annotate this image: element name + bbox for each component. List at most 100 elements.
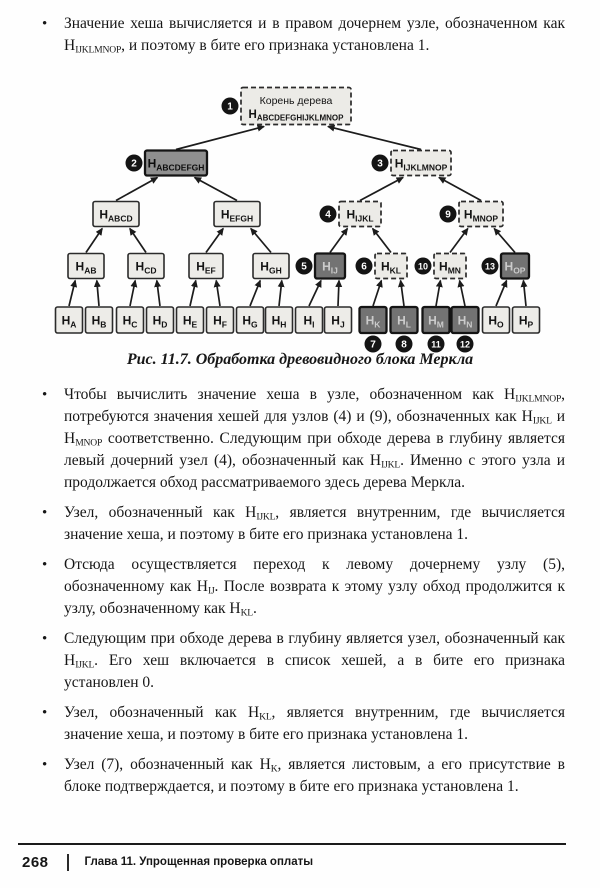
hash-subscript: KL	[259, 711, 272, 723]
node-box	[450, 305, 480, 335]
node-box	[54, 306, 84, 334]
node-box	[188, 252, 224, 280]
tree-edge	[129, 279, 138, 307]
step-badge-5: 5	[295, 257, 313, 275]
list-item: •Следующим при обходе дерева в глубину я…	[40, 628, 565, 694]
node-box	[323, 306, 353, 334]
step-badge-9: 9	[439, 205, 457, 223]
list-item: •Узел (7), обозначенный как HK, является…	[40, 754, 565, 798]
node-box	[127, 252, 165, 280]
node-box	[458, 200, 504, 228]
node-box	[67, 252, 105, 280]
node-box	[313, 252, 347, 280]
step-badge-11: 11	[427, 335, 445, 353]
node-box	[115, 306, 145, 334]
tree-node-k: HK	[358, 305, 388, 335]
tree-edge	[129, 227, 147, 253]
tree-edge	[520, 279, 528, 307]
badge-number: 7	[370, 340, 376, 351]
tree-edge	[449, 227, 469, 254]
badge-circle	[481, 257, 499, 275]
step-badge-4: 4	[319, 205, 337, 223]
footer-divider	[66, 853, 69, 871]
node-box	[374, 252, 408, 280]
hash-subscript: IJKL	[381, 459, 401, 471]
hash-subscript: IJKL	[532, 415, 552, 427]
node-box	[213, 200, 261, 228]
node-label-subscript: GH	[269, 266, 282, 276]
tree-node-m: HM	[421, 305, 451, 335]
tree-node-n: HN	[450, 305, 480, 335]
tree-edge	[359, 176, 404, 202]
node-label-subscript: H	[280, 320, 286, 330]
bullet-marker: •	[42, 705, 48, 721]
badge-circle	[456, 335, 474, 353]
bullet-text: Значение хеша вычисляется и в правом доч…	[64, 15, 565, 56]
badge-number: 10	[418, 262, 428, 272]
node-label-subscript: E	[192, 320, 198, 330]
node-box	[390, 149, 452, 177]
tree-node-g: HG	[235, 306, 265, 334]
node-box	[499, 252, 531, 280]
hash-subscript: IJKLMNOP	[75, 44, 122, 56]
node-box	[145, 306, 175, 334]
tree-edge	[371, 227, 392, 254]
node-label-subscript: EF	[205, 266, 216, 276]
tree-node-d: HD	[145, 306, 175, 334]
tree-edge	[397, 279, 405, 307]
bullet-text: Отсюда осуществляется переход к левому д…	[64, 556, 566, 619]
tree-node-ijkl: HIJKL	[338, 200, 382, 228]
badge-number: 5	[301, 262, 307, 273]
bullet-marker: •	[42, 387, 48, 403]
badge-circle	[319, 205, 337, 223]
badge-circle	[355, 257, 373, 275]
tree-edge	[93, 279, 101, 307]
step-badge-2: 2	[125, 154, 143, 172]
bullet-marker: •	[42, 557, 48, 573]
node-box	[511, 306, 541, 334]
node-label-subscript: ABCD	[108, 214, 133, 224]
tree-node-op: HOP	[499, 252, 531, 280]
node-box	[421, 305, 451, 335]
tree-node-kl: HKL	[374, 252, 408, 280]
node-label-subscript: M	[437, 320, 444, 330]
tree-node-c: HC	[115, 306, 145, 334]
tree-edge	[277, 279, 285, 307]
tree-edge	[205, 227, 224, 253]
node-label-subscript: C	[131, 320, 137, 330]
tree-edge	[495, 279, 508, 307]
chapter-title: Глава 11. Упрощенная проверка оплаты	[84, 856, 314, 868]
node-label-subscript: CD	[144, 266, 156, 276]
tree-edge	[308, 279, 322, 307]
node-label-subscript: G	[251, 320, 258, 330]
tree-edge	[154, 279, 162, 307]
step-badge-6: 6	[355, 257, 373, 275]
tree-edge	[335, 279, 343, 307]
bullet-text: Узел, обозначенный как HKL, является вну…	[64, 704, 565, 743]
node-box	[205, 306, 235, 334]
step-badge-8: 8	[395, 335, 413, 353]
tree-node-ef: HEF	[188, 252, 224, 280]
badge-circle	[371, 154, 389, 172]
node-label-subscript: ABCDEFGH	[156, 163, 204, 173]
hash-subscript: K	[270, 763, 278, 775]
tree-edge	[327, 124, 422, 151]
tree-node-abcd: HABCD	[92, 200, 140, 228]
list-item: •Узел, обозначенный как HIJKL, является …	[40, 502, 565, 546]
node-label-subscript: OP	[513, 266, 526, 276]
tree-node-j: HJ	[323, 306, 353, 334]
tree-node-abcdefgh: HABCDEFGH	[143, 149, 209, 177]
node-box	[338, 200, 382, 228]
badge-number: 11	[431, 340, 441, 350]
node-label: HI	[303, 314, 314, 330]
node-label-subscript: IJKLMNOP	[403, 163, 447, 173]
tree-node-f: HF	[205, 306, 235, 334]
tree-edge	[189, 279, 198, 307]
node-box	[84, 306, 114, 334]
tree-edge	[435, 279, 443, 307]
node-label-subscript: IJKL	[355, 214, 373, 224]
node-box	[294, 306, 324, 334]
node-box	[143, 149, 209, 177]
